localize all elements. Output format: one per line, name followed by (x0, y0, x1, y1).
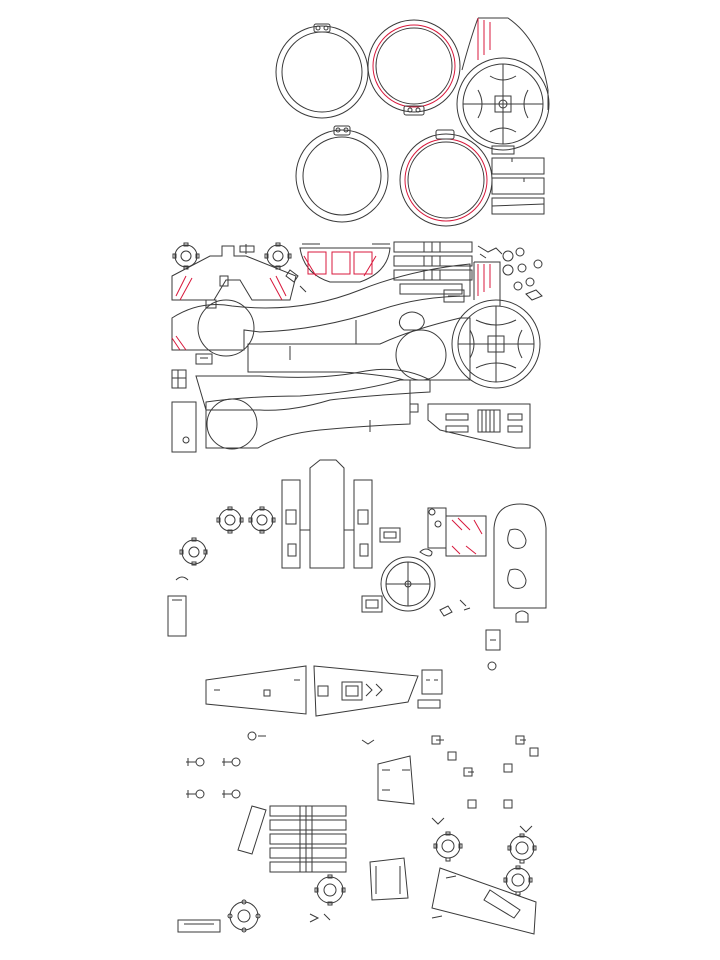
wing-panel-right (314, 666, 418, 716)
tower-frame (282, 460, 372, 568)
motor-mount-red (428, 508, 486, 556)
cockpit-frame (300, 244, 390, 282)
strip-parts (492, 158, 544, 214)
fuselage-side-1 (172, 264, 470, 356)
slot-strip (168, 577, 188, 636)
small-box-parts (362, 528, 432, 612)
bottom-clip (310, 914, 330, 922)
frame-clips (196, 244, 464, 364)
group-small-parts (178, 736, 538, 934)
fuselage-side-3 (172, 369, 430, 410)
tail-plate (432, 868, 536, 934)
mount-clips (440, 600, 528, 670)
group-mounts (168, 460, 546, 670)
fuselage-side-4 (172, 380, 410, 452)
gear-bottom-2 (228, 900, 260, 932)
ring-part-1 (276, 24, 368, 118)
small-clips-grid (432, 736, 538, 832)
gear-mid-2 (249, 507, 275, 533)
gear-bottom-1 (315, 875, 345, 905)
engine-pod (410, 404, 530, 448)
ring-part-4 (400, 130, 492, 226)
clip-column-left (186, 758, 240, 798)
main-wing-frame (172, 246, 296, 300)
gear-small-2 (265, 243, 291, 269)
bracket-part (362, 740, 414, 804)
ring-part-3 (296, 126, 388, 222)
cross-brace-parts (394, 242, 472, 294)
wing-panel-left (206, 666, 306, 714)
slanted-plate (238, 806, 266, 854)
arch-plate (494, 504, 546, 608)
seat-frame (370, 858, 408, 900)
wing-peg (248, 732, 256, 740)
chain-clips (478, 246, 542, 300)
propeller-housing-top (457, 18, 549, 154)
group-fuselage (172, 242, 542, 452)
gear-right-1 (434, 832, 462, 861)
slot-bar-bottom (178, 920, 220, 932)
spoked-wheel (381, 557, 435, 611)
cross-strips (270, 806, 346, 872)
gear-right-3 (504, 866, 532, 895)
gear-small-1 (173, 243, 199, 269)
group-rings (276, 18, 549, 226)
group-wings (206, 666, 442, 740)
gear-mid-1 (217, 507, 243, 533)
gear-mid-3 (180, 538, 207, 565)
fuselage-side-2 (248, 318, 470, 380)
wing-tab-parts (418, 670, 442, 708)
propeller-housing-side (452, 262, 540, 388)
ring-part-2 (368, 20, 460, 115)
gear-right-2 (508, 834, 536, 863)
